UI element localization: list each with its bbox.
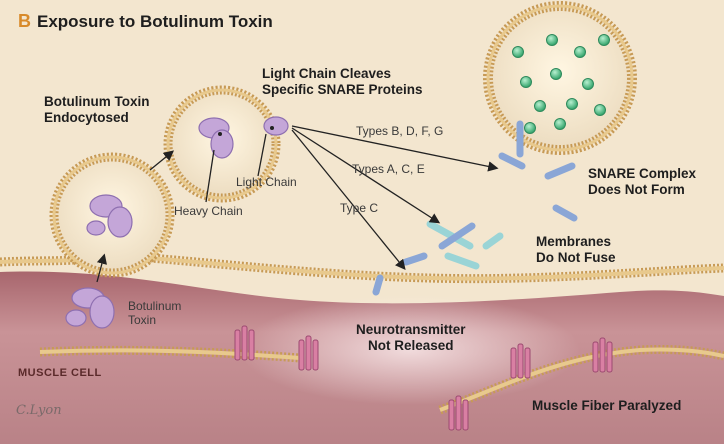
muscle-membrane <box>39 344 724 415</box>
label-type-c: Type C <box>340 201 379 215</box>
light-chain-icon <box>263 116 289 136</box>
label-muscle-fiber-paralyzed: Muscle Fiber Paralyzed <box>532 398 682 413</box>
neurotransmitter-molecules <box>512 34 610 134</box>
snare-fragments <box>372 120 578 296</box>
label-heavy-chain: Heavy Chain <box>174 204 243 218</box>
label-light-chain-cleaves: Light Chain Cleaves Specific SNARE Prote… <box>262 66 423 97</box>
label-membranes: Membranes Do Not Fuse <box>536 234 616 265</box>
label-botulinum-toxin: Botulinum Toxin <box>128 299 182 327</box>
cleft-glow <box>240 295 580 405</box>
toxin-heavy-chain-icon <box>198 117 234 159</box>
toxin-outside-icon <box>65 287 115 329</box>
artist-signature: C.Lyon <box>16 403 62 418</box>
label-endocytosed: Botulinum Toxin Endocytosed <box>44 94 150 125</box>
pathway-arrows <box>96 125 499 283</box>
figure-title: B Exposure to Botulinum Toxin <box>18 11 273 32</box>
figure-letter: B <box>18 11 31 31</box>
label-neurotransmitter: Neurotransmitter Not Released <box>356 322 466 353</box>
figure-title-text: Exposure to Botulinum Toxin <box>37 12 273 31</box>
label-types-ace: Types A, C, E <box>352 162 425 176</box>
label-types-bdfg: Types B, D, F, G <box>356 124 444 138</box>
label-light-chain: Light Chain <box>236 175 297 189</box>
receptor-icons <box>234 325 613 431</box>
label-muscle-cell: MUSCLE CELL <box>18 367 102 379</box>
label-snare-complex: SNARE Complex Does Not Form <box>588 166 697 197</box>
toxin-endocytosed-icon <box>86 194 133 238</box>
